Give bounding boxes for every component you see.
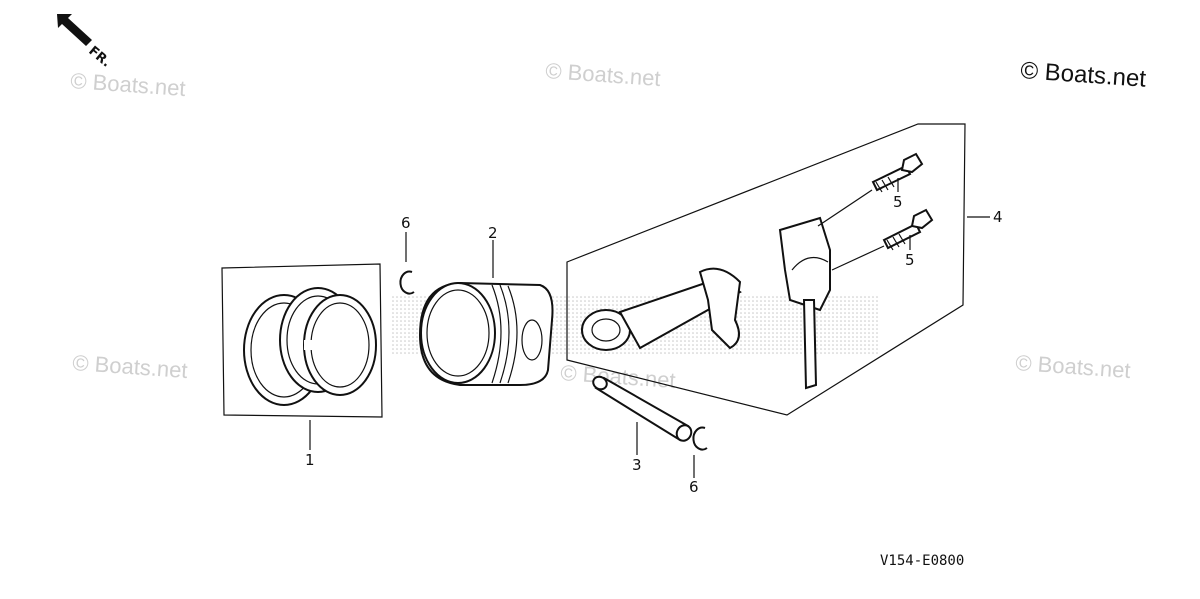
watermark-top-left: © Boats.net [70,68,187,101]
connecting-rod-part [566,123,966,416]
watermark-mid-right: © Boats.net [1015,350,1132,383]
piston-part [418,281,554,386]
callout-4: 4 [993,208,1003,226]
watermark-top-center: © Boats.net [545,58,662,91]
rod-bolt-lower-part [882,208,934,251]
piston-pin-part [592,375,693,442]
copyright-text: © Boats.net [1020,57,1148,93]
callout-3: 3 [632,456,642,474]
callout-5-upper: 5 [893,193,903,211]
watermark-mid-left: © Boats.net [72,350,189,383]
diagram-code: V154-E0800 [880,553,964,569]
direction-label: FR. [85,44,113,71]
piston-pin-clip-right-part [692,426,708,451]
piston-pin-clip-left-part [399,270,415,295]
callout-6-right: 6 [689,478,699,496]
front-direction-arrow-icon [57,14,92,46]
piston-ring-set-part [221,263,383,418]
callout-2: 2 [488,224,498,242]
callout-1: 1 [305,451,315,469]
callout-5-lower: 5 [905,251,915,269]
rod-bolt-upper-part [871,152,924,193]
callout-6-left: 6 [401,214,411,232]
